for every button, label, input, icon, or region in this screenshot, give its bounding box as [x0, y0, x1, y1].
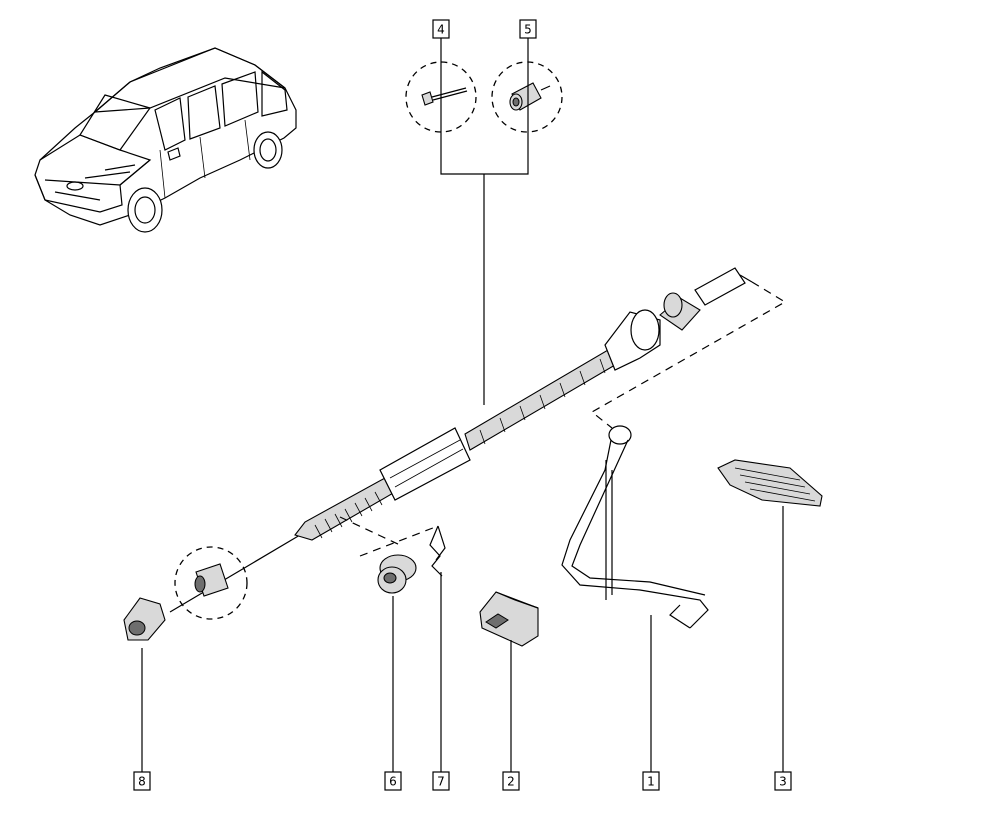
- part-8-clip: [123, 597, 166, 641]
- part-3-pedal-pad: [717, 459, 823, 507]
- callout-5: 5: [519, 19, 537, 39]
- car-illustration: [34, 47, 297, 233]
- clutch-cable: [169, 267, 753, 613]
- part-2-switch: [479, 591, 539, 647]
- callout-3-label: 3: [779, 775, 787, 789]
- callout-2: 2: [502, 771, 520, 791]
- callout-6: 6: [384, 771, 402, 791]
- leader-lines: [141, 506, 784, 772]
- part-1-pedal: [561, 425, 709, 629]
- callout-7-label: 7: [437, 775, 445, 789]
- callout-5-label: 5: [524, 23, 532, 37]
- callout-7: 7: [432, 771, 450, 791]
- detail-5: [491, 61, 563, 133]
- callout-4-label: 4: [437, 23, 445, 37]
- callout-3: 3: [774, 771, 792, 791]
- connection-line-clip: [339, 516, 439, 557]
- part-7-spring-clip: [429, 525, 446, 577]
- detail-4: [405, 61, 477, 133]
- callout-1-label: 1: [647, 775, 655, 789]
- callout-1: 1: [642, 771, 660, 791]
- bracket-4-5: [440, 38, 529, 405]
- callout-8-label: 8: [138, 775, 146, 789]
- callout-6-label: 6: [389, 775, 397, 789]
- part-6-grommet: [377, 554, 417, 594]
- callout-2-label: 2: [507, 775, 515, 789]
- callout-4: 4: [432, 19, 450, 39]
- connection-line-pedal: [590, 281, 787, 429]
- detail-8: [174, 546, 248, 620]
- callout-8: 8: [133, 771, 151, 791]
